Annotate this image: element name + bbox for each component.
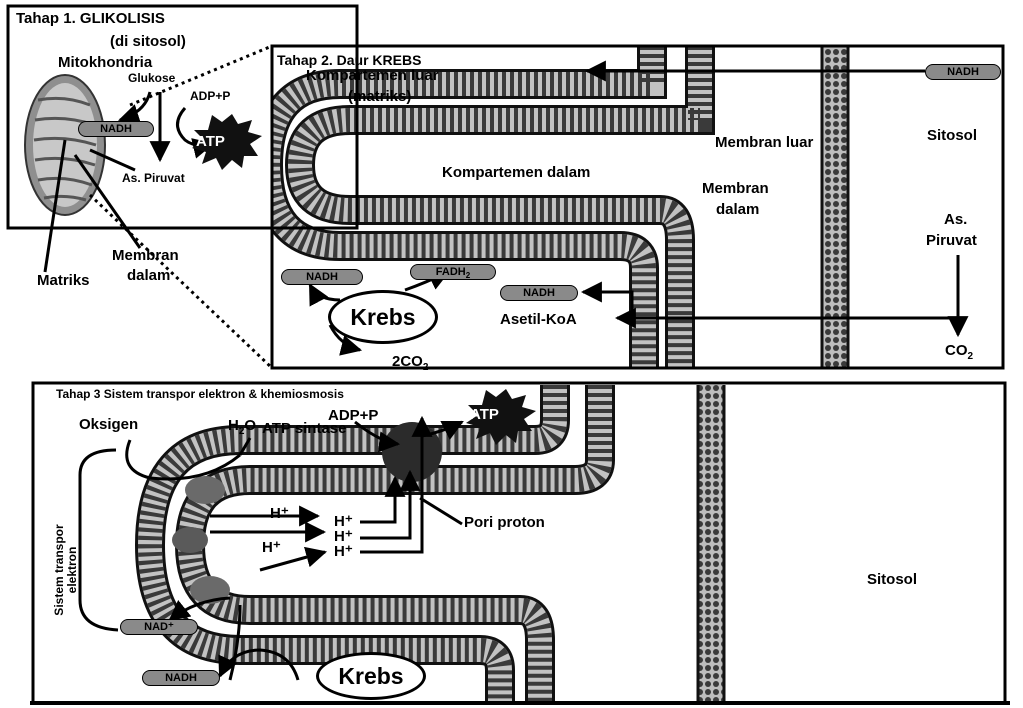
stage1-subtitle: (di sitosol) (110, 33, 186, 50)
water-label: H2O (228, 418, 256, 438)
co2-krebs-text: 2CO (392, 353, 423, 370)
water-text: H (228, 417, 239, 434)
co2-krebs-subscript: 2 (422, 362, 429, 373)
zoom-line-top (129, 44, 273, 107)
matrix-label: Matriks (37, 272, 90, 289)
fadh2-subscript: 2 (465, 271, 471, 281)
atp-burst-stage3 (466, 389, 536, 445)
krebs-cycle-stage2: Krebs (328, 290, 438, 344)
zoom-line-bottom (88, 193, 274, 370)
atp-label-stage1: ATP (196, 133, 225, 150)
water-subscript: 2 (238, 426, 245, 437)
stage3-membranes (134, 385, 726, 703)
inner-compartment-label: Kompartemen dalam (442, 164, 591, 181)
inner-membrane-label-stage2-line2: dalam (716, 201, 760, 218)
adp-label: ADP+P (190, 89, 231, 103)
atp-burst-stage1 (192, 114, 262, 170)
inner-membrane-label-stage1-line1: Membran (112, 247, 179, 264)
stage1-frame (6, 4, 359, 230)
stage1-arrows (43, 91, 215, 273)
stage2-arrows (308, 60, 969, 356)
cytosol-label-stage2: Sitosol (927, 127, 978, 144)
atp-synthase-complex (382, 422, 442, 482)
inner-membrane-label-stage2-line1: Membran (702, 180, 769, 197)
ets-label-line2: elektron (65, 546, 80, 594)
glucose-label: Glukose (128, 71, 176, 85)
cytosol-label-stage3: Sitosol (867, 571, 918, 588)
proton-label-5: H⁺ (334, 543, 353, 560)
stage1-title: Tahap 1. GLIKOLISIS (16, 10, 165, 27)
stage2-inner-membrane (272, 46, 715, 368)
electron-transport-proteins (172, 476, 230, 604)
nadh-pill-krebs: NADH (281, 269, 363, 285)
nad-plus-pill: NAD⁺ (120, 619, 198, 635)
proton-pore-label: Pori proton (464, 514, 545, 531)
outer-membrane-label: Membran luar (715, 134, 814, 151)
nadh-pill-top: NADH (925, 64, 1001, 80)
co2-text: CO (945, 342, 968, 359)
outer-compartment-label: Kompartemen luar (306, 67, 439, 84)
proton-label-4: H⁺ (334, 528, 353, 545)
pyruvate-label-stage2-line1: As. (944, 211, 968, 228)
pyruvate-label-stage1: As. Piruvat (122, 171, 185, 185)
mitochondria-label: Mitokhondria (58, 54, 153, 71)
matrix-note-label: (matriks) (348, 88, 412, 105)
stage2-title: Tahap 2. Daur KREBS (277, 52, 422, 68)
proton-label-3: H⁺ (334, 513, 353, 530)
stage2-frame (270, 44, 1005, 370)
inner-membrane-label-stage1-line2: dalam (127, 267, 171, 284)
stage3-outer-membrane (696, 385, 726, 703)
stage2-outer-membrane (820, 46, 850, 368)
co2-subscript: 2 (967, 351, 974, 362)
stage2-membranes (272, 46, 850, 368)
acetyl-coa-label: Asetil-KoA (500, 311, 577, 328)
nadh-pill-stage3: NADH (142, 670, 220, 686)
fadh2-pill: FADH2 (410, 264, 496, 280)
nadh-pill-acetyl: NADH (500, 285, 578, 301)
pyruvate-label-stage2-line2: Piruvat (926, 232, 977, 249)
stage3-title: Tahap 3 Sistem transpor elektron & khemi… (56, 387, 344, 401)
oxygen-label: Oksigen (79, 416, 139, 433)
nadh-pill-stage1: NADH (78, 121, 154, 137)
ets-label: Sistem transpor elektron (52, 520, 83, 620)
fadh2-text: FADH (435, 266, 466, 278)
proton-label-2: H⁺ (262, 539, 281, 556)
adp-label-stage3: ADP+P (328, 407, 379, 424)
atp-label-stage3: ATP (470, 406, 499, 423)
krebs-cycle-stage3: Krebs (316, 652, 426, 700)
stage3-arrows (78, 415, 464, 681)
proton-label-1: H⁺ (270, 505, 289, 522)
co2-krebs-label: 2CO2 (392, 354, 428, 374)
water-end: O (244, 417, 257, 434)
co2-label-stage2: CO2 (945, 343, 973, 363)
atp-synthase-label: ATP sintase (262, 420, 347, 437)
